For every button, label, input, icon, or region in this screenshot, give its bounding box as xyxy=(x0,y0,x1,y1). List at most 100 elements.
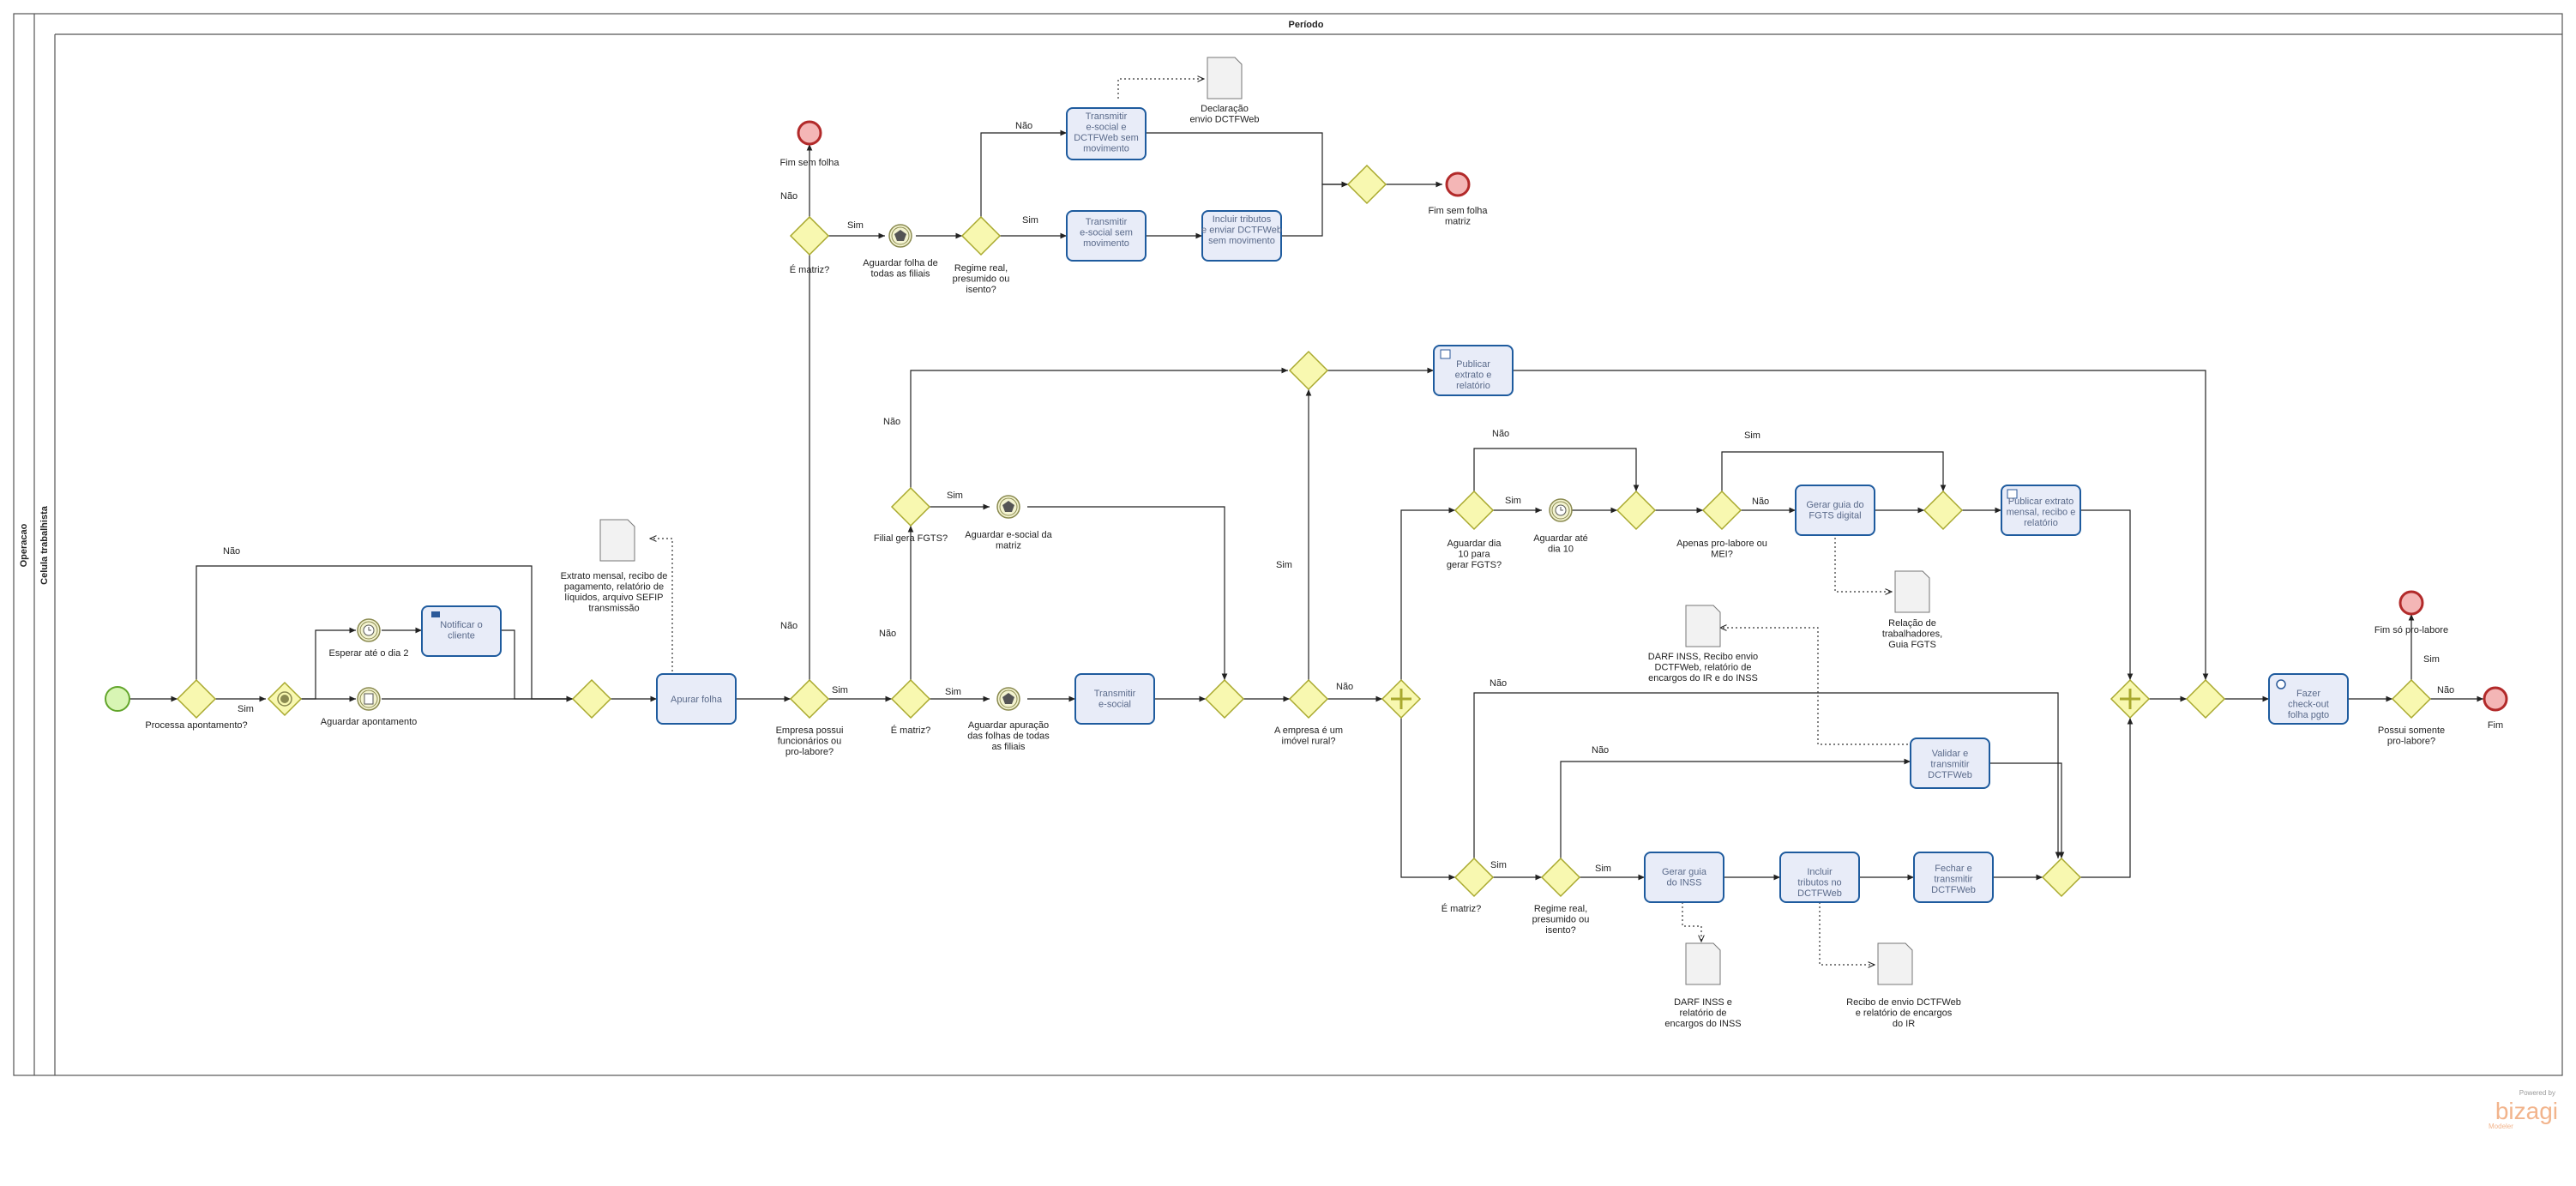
flow-label-sim: Sim xyxy=(832,685,848,695)
flow-label-sim: Sim xyxy=(847,220,864,231)
label-aguardar-apontamento: Aguardar apontamento xyxy=(321,717,418,727)
gateway-merge-fgts xyxy=(1923,490,1964,531)
label-processa: Processa apontamento? xyxy=(145,720,247,731)
gateway-somente-prolabore xyxy=(2391,678,2432,719)
flow-labels: Não Sim Não Sim Não Sim Não Sim Não Sim … xyxy=(223,121,2454,874)
doc-darf-recibo xyxy=(1685,605,1721,647)
doc-darf-inss xyxy=(1685,942,1721,985)
task-gerar-fgts[interactable] xyxy=(1795,485,1875,536)
svg-text:bizagi: bizagi xyxy=(2495,1098,2558,1124)
task-transmitir-esocial-dctf[interactable] xyxy=(1066,107,1147,160)
flow-label-nao: Não xyxy=(1492,429,1509,439)
flow-label-sim: Sim xyxy=(238,704,254,714)
script-icon xyxy=(2007,489,2018,499)
element-labels: Processa apontamento? Esperar até o dia 2… xyxy=(145,104,2503,1029)
doc-extrato xyxy=(599,519,635,562)
end-event-so-prolabore xyxy=(2398,590,2424,616)
task-transmitir-esocial[interactable] xyxy=(1074,673,1155,725)
task-validar-dctf[interactable] xyxy=(1910,737,1990,789)
gateway-regime-bot xyxy=(1540,857,1581,898)
task-notificar-cliente[interactable] xyxy=(421,605,502,657)
events xyxy=(105,120,2508,712)
flow-label-sim: Sim xyxy=(2423,654,2440,665)
gateway-merge-top xyxy=(1346,164,1387,205)
gateway-merge-publicar xyxy=(1288,350,1329,391)
label-fim-so-prolabore: Fim só pro-labore xyxy=(2374,625,2448,635)
tasks xyxy=(421,107,2349,903)
task-incluir-tributos[interactable] xyxy=(1779,852,1860,903)
flow-label-sim: Sim xyxy=(1276,560,1292,570)
svg-text:Modeler: Modeler xyxy=(2489,1123,2513,1130)
gateway-imovel-rural xyxy=(1288,678,1329,719)
label-e-matriz-bot: É matriz? xyxy=(1441,903,1481,914)
timer-event-esperar xyxy=(357,618,381,642)
gateway-e-matriz-mid xyxy=(890,678,931,719)
flow-label-nao: Não xyxy=(1015,121,1032,131)
task-gerar-inss[interactable] xyxy=(1644,852,1724,903)
label-esperar: Esperar até o dia 2 xyxy=(329,648,409,659)
task-publicar-extrato2[interactable] xyxy=(2001,485,2081,536)
watermark: Powered by bizagi Modeler xyxy=(2489,1089,2558,1130)
label-fim-sem-folha: Fim sem folha xyxy=(779,158,840,168)
data-objects xyxy=(599,57,1930,985)
gateway-e-matriz-bot xyxy=(1454,857,1495,898)
task-transmitir-esocial-sem[interactable] xyxy=(1066,210,1147,262)
signal-event-esocial-matriz xyxy=(996,495,1020,519)
gateway-regime-top xyxy=(960,215,1002,256)
task-fechar-dctf[interactable] xyxy=(1913,852,1994,903)
signal-event-apuracao xyxy=(996,687,1020,711)
gateway-filial-fgts xyxy=(890,486,931,527)
flow-label-nao: Não xyxy=(883,417,900,427)
gateway-event-based xyxy=(267,681,303,717)
flow-label-sim: Sim xyxy=(1490,860,1507,870)
label-apurar: Apurar folha xyxy=(671,695,723,705)
task-apurar-folha[interactable] xyxy=(656,673,737,725)
gateway-parallel-join xyxy=(2110,678,2151,719)
flow-label-sim: Sim xyxy=(1744,430,1760,441)
gateway-aguardar-dia10 xyxy=(1454,490,1495,531)
flow-label-sim: Sim xyxy=(945,687,961,697)
flow-label-nao: Não xyxy=(223,546,240,557)
gateway-merge-final xyxy=(2185,678,2226,719)
gateway-e-matriz-top xyxy=(789,215,830,256)
task-incluir-tributos-sem[interactable] xyxy=(1201,210,1282,262)
flow-label-nao: Não xyxy=(879,629,896,639)
timer-event-dia10 xyxy=(1549,498,1573,522)
gateway-merge-1 xyxy=(571,678,612,719)
end-event-sem-folha-matriz xyxy=(1445,172,1471,197)
gateway-merge-dia10 xyxy=(1616,490,1657,531)
gateway-parallel-split xyxy=(1381,678,1422,719)
task-publicar-extrato[interactable] xyxy=(1433,345,1514,396)
conditional-event-apontamento xyxy=(357,687,381,711)
task-checkout[interactable] xyxy=(2268,673,2349,725)
svg-text:Powered by: Powered by xyxy=(2519,1089,2555,1097)
lane-label: Celula trabalhista xyxy=(39,505,50,585)
envelope-icon xyxy=(431,611,440,617)
document-icon xyxy=(364,693,374,705)
intermediate-events xyxy=(357,224,1573,711)
flow-label-sim: Sim xyxy=(1505,496,1521,506)
start-event xyxy=(105,686,130,712)
pentagon-icon xyxy=(1002,693,1014,704)
label-fim: Fim xyxy=(2488,720,2503,731)
pool-label: Operacao xyxy=(19,523,29,567)
label-filial-fgts: Filial gera FGTS? xyxy=(874,533,948,544)
